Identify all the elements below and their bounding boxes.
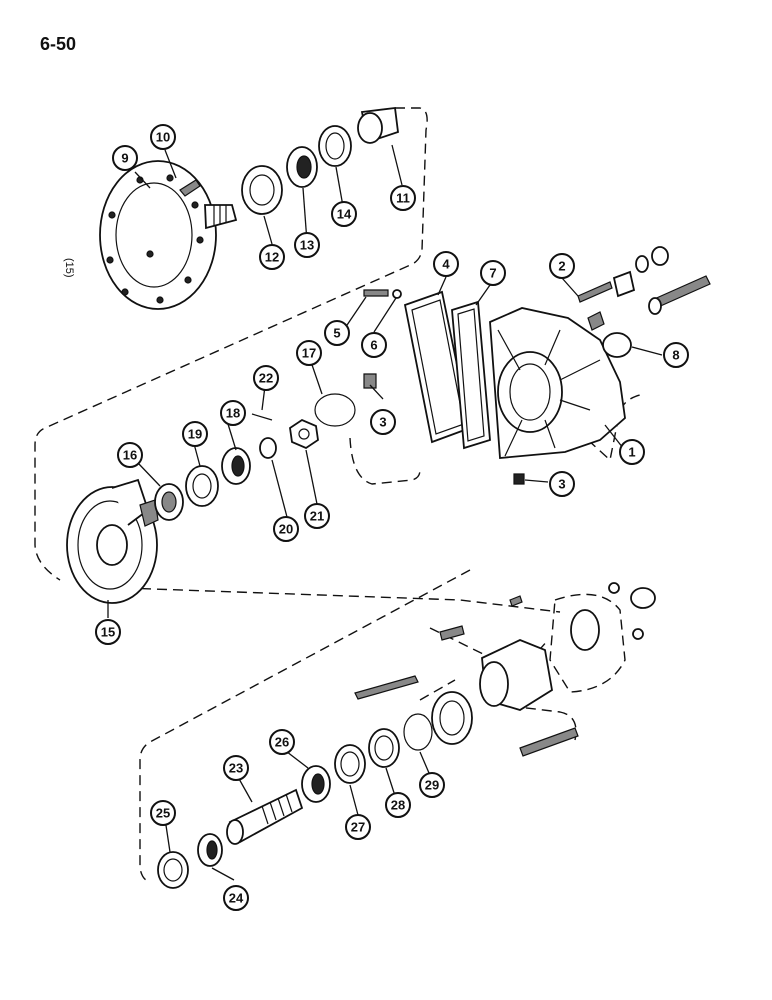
- bearing-cone-part: [286, 146, 318, 188]
- svg-text:25: 25: [156, 806, 170, 821]
- bearing-cone-part: [301, 765, 331, 803]
- svg-text:8: 8: [672, 348, 679, 363]
- svg-text:28: 28: [391, 798, 405, 813]
- callout-5: 5: [324, 320, 350, 346]
- bearing-cup-part: [368, 728, 400, 768]
- washer-part: [392, 289, 402, 299]
- svg-text:9: 9: [121, 151, 128, 166]
- callout-29: 29: [419, 772, 445, 798]
- bearing-cone-part: [197, 833, 223, 867]
- svg-text:1: 1: [628, 445, 635, 460]
- final-drive-housing-part: [489, 307, 626, 459]
- stud-part: [577, 246, 711, 331]
- callout-28: 28: [385, 792, 411, 818]
- callout-27: 27: [345, 814, 371, 840]
- page-number: 6-50: [40, 34, 77, 54]
- callout-3-lower: 3: [549, 471, 575, 497]
- callout-2: 2: [549, 253, 575, 279]
- callout-22: 22: [253, 365, 279, 391]
- svg-text:24: 24: [229, 891, 244, 906]
- bearing-cup-part: [334, 744, 366, 784]
- svg-text:6: 6: [370, 338, 377, 353]
- bearing-cup-part: [318, 125, 352, 167]
- svg-text:2: 2: [558, 259, 565, 274]
- sleeve-part: [357, 106, 399, 144]
- svg-text:4: 4: [442, 257, 450, 272]
- callout-6: 6: [361, 332, 387, 358]
- cup-part: [602, 332, 632, 358]
- svg-text:11: 11: [396, 191, 410, 206]
- bolt-part: [354, 595, 579, 757]
- svg-text:22: 22: [259, 371, 273, 386]
- seal-part: [241, 165, 283, 215]
- svg-text:27: 27: [351, 820, 365, 835]
- snap-ring-part: [314, 393, 356, 427]
- callout-15: 15: [95, 619, 121, 645]
- svg-text:7: 7: [489, 266, 496, 281]
- callout-8: 8: [663, 342, 689, 368]
- washer-part: [259, 437, 277, 459]
- svg-text:5: 5: [333, 326, 340, 341]
- svg-text:20: 20: [279, 522, 293, 537]
- svg-text:15: 15: [101, 625, 115, 640]
- callout-16: 16: [117, 442, 143, 468]
- callout-23: 23: [223, 755, 249, 781]
- callout-4: 4: [433, 251, 459, 277]
- callout-24: 24: [223, 885, 249, 911]
- bearing-cup-part: [157, 851, 189, 889]
- callout-14: 14: [331, 201, 357, 227]
- callout-7: 7: [480, 260, 506, 286]
- gear-part: [66, 478, 159, 604]
- callout-19: 19: [182, 421, 208, 447]
- callout-12: 12: [259, 244, 285, 270]
- seal-part: [431, 691, 473, 745]
- bolt-part: [179, 179, 201, 197]
- cotter-pin-part: [251, 413, 273, 421]
- callout-3: 3: [370, 409, 396, 435]
- svg-text:16: 16: [123, 448, 137, 463]
- seal-part: [154, 483, 184, 521]
- svg-text:14: 14: [337, 207, 352, 222]
- svg-text:10: 10: [156, 130, 170, 145]
- gasket-part: [451, 300, 491, 450]
- svg-text:29: 29: [425, 778, 439, 793]
- flange-shaft-part: [99, 160, 238, 310]
- callout-25: 25: [150, 800, 176, 826]
- svg-text:18: 18: [226, 406, 240, 421]
- callout-26: 26: [269, 729, 295, 755]
- bolt-part: [363, 289, 389, 297]
- plug-part: [363, 373, 377, 389]
- pinion-shaft-part: [226, 788, 304, 845]
- svg-text:21: 21: [310, 509, 324, 524]
- leader-lines: [107, 144, 663, 881]
- svg-text:26: 26: [275, 735, 289, 750]
- callout-10: 10: [150, 124, 176, 150]
- hub-assembly-part: [479, 582, 656, 711]
- svg-text:12: 12: [265, 250, 279, 265]
- callout-21: 21: [304, 503, 330, 529]
- callout-11: 11: [390, 185, 416, 211]
- o-ring-part: [403, 713, 433, 751]
- svg-text:3: 3: [379, 415, 386, 430]
- svg-text:3: 3: [558, 477, 565, 492]
- bearing-cup-part: [185, 465, 219, 507]
- plug-part: [513, 473, 525, 485]
- callout-1: 1: [619, 439, 645, 465]
- svg-text:13: 13: [300, 238, 314, 253]
- svg-text:23: 23: [229, 761, 243, 776]
- callout-9: 9: [112, 145, 138, 171]
- svg-text:19: 19: [188, 427, 202, 442]
- callout-17: 17: [296, 340, 322, 366]
- callout-13: 13: [294, 232, 320, 258]
- callout-18: 18: [220, 400, 246, 426]
- bearing-cone-part: [221, 447, 251, 485]
- svg-text:17: 17: [302, 346, 316, 361]
- callout-20: 20: [273, 516, 299, 542]
- nut-part: [289, 418, 319, 450]
- figure-reference: (15): [63, 258, 75, 278]
